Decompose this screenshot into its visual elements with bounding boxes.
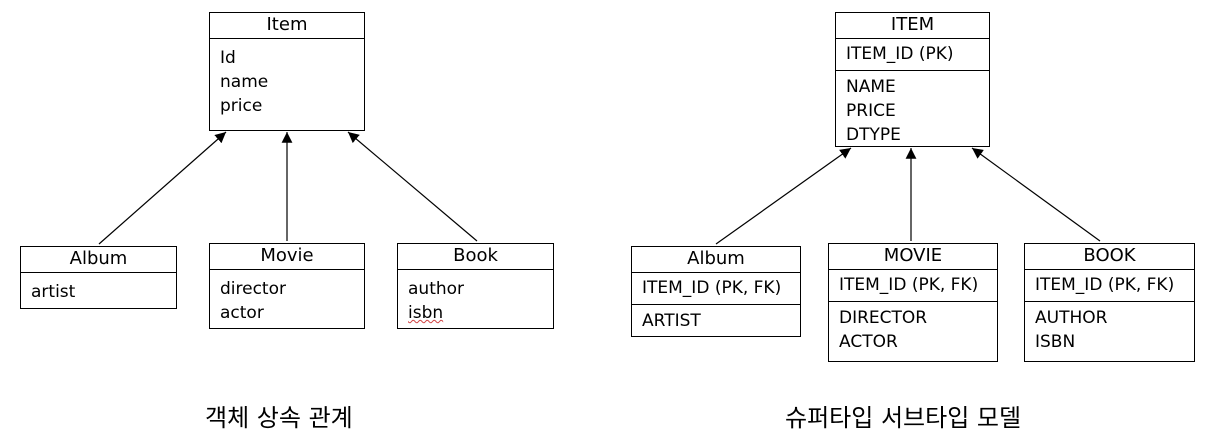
class-item-title: Item bbox=[210, 13, 364, 39]
table-book-fields: AUTHOR ISBN bbox=[1025, 302, 1194, 354]
table-book-title: BOOK bbox=[1025, 244, 1194, 270]
class-album: Album artist bbox=[20, 246, 177, 309]
class-book: Book author isbn bbox=[397, 243, 554, 329]
column: ACTOR bbox=[839, 332, 898, 352]
table-movie-pk: ITEM_ID (PK, FK) bbox=[829, 270, 997, 302]
class-book-fields: author isbn bbox=[398, 270, 553, 325]
arrow-album-table-to-item-table bbox=[715, 147, 852, 245]
table-album-pk: ITEM_ID (PK, FK) bbox=[632, 273, 800, 305]
field: artist bbox=[31, 282, 76, 302]
column: PRICE bbox=[846, 101, 896, 121]
column: ISBN bbox=[1035, 332, 1076, 352]
column: DIRECTOR bbox=[839, 308, 928, 328]
arrow-book-table-to-item-table bbox=[971, 147, 1101, 242]
field: Id bbox=[220, 48, 236, 68]
field: author bbox=[408, 279, 465, 299]
class-album-fields: artist bbox=[21, 273, 176, 304]
field: director bbox=[220, 279, 286, 299]
field: isbn bbox=[408, 303, 444, 323]
field: actor bbox=[220, 303, 264, 323]
table-album: Album ITEM_ID (PK, FK) ARTIST bbox=[631, 246, 801, 337]
class-book-title: Book bbox=[398, 244, 553, 270]
table-book: BOOK ITEM_ID (PK, FK) AUTHOR ISBN bbox=[1024, 243, 1195, 362]
table-item-pk: ITEM_ID (PK) bbox=[836, 39, 989, 71]
class-item: Item Id name price bbox=[209, 12, 365, 131]
table-album-fields: ARTIST bbox=[632, 305, 800, 333]
table-movie-fields: DIRECTOR ACTOR bbox=[829, 302, 997, 354]
table-book-pk: ITEM_ID (PK, FK) bbox=[1025, 270, 1194, 302]
class-movie-title: Movie bbox=[210, 244, 364, 270]
table-movie-title: MOVIE bbox=[829, 244, 997, 270]
table-item-title: ITEM bbox=[836, 13, 989, 39]
table-item-fields: NAME PRICE DTYPE bbox=[836, 71, 989, 147]
arrow-album-to-item bbox=[98, 131, 227, 245]
field: price bbox=[220, 96, 263, 116]
table-item: ITEM ITEM_ID (PK) NAME PRICE DTYPE bbox=[835, 12, 990, 147]
class-album-title: Album bbox=[21, 247, 176, 273]
arrow-book-to-item bbox=[347, 131, 478, 242]
class-movie: Movie director actor bbox=[209, 243, 365, 329]
table-album-title: Album bbox=[632, 247, 800, 273]
right-caption: 슈퍼타입 서브타입 모델 bbox=[785, 404, 1022, 432]
class-item-fields: Id name price bbox=[210, 39, 364, 118]
column: DTYPE bbox=[846, 125, 901, 145]
field: name bbox=[220, 72, 269, 92]
table-movie: MOVIE ITEM_ID (PK, FK) DIRECTOR ACTOR bbox=[828, 243, 998, 362]
left-caption: 객체 상속 관계 bbox=[205, 404, 353, 432]
class-movie-fields: director actor bbox=[210, 270, 364, 325]
column: AUTHOR bbox=[1035, 308, 1108, 328]
column: NAME bbox=[846, 77, 896, 97]
column: ARTIST bbox=[642, 311, 701, 331]
